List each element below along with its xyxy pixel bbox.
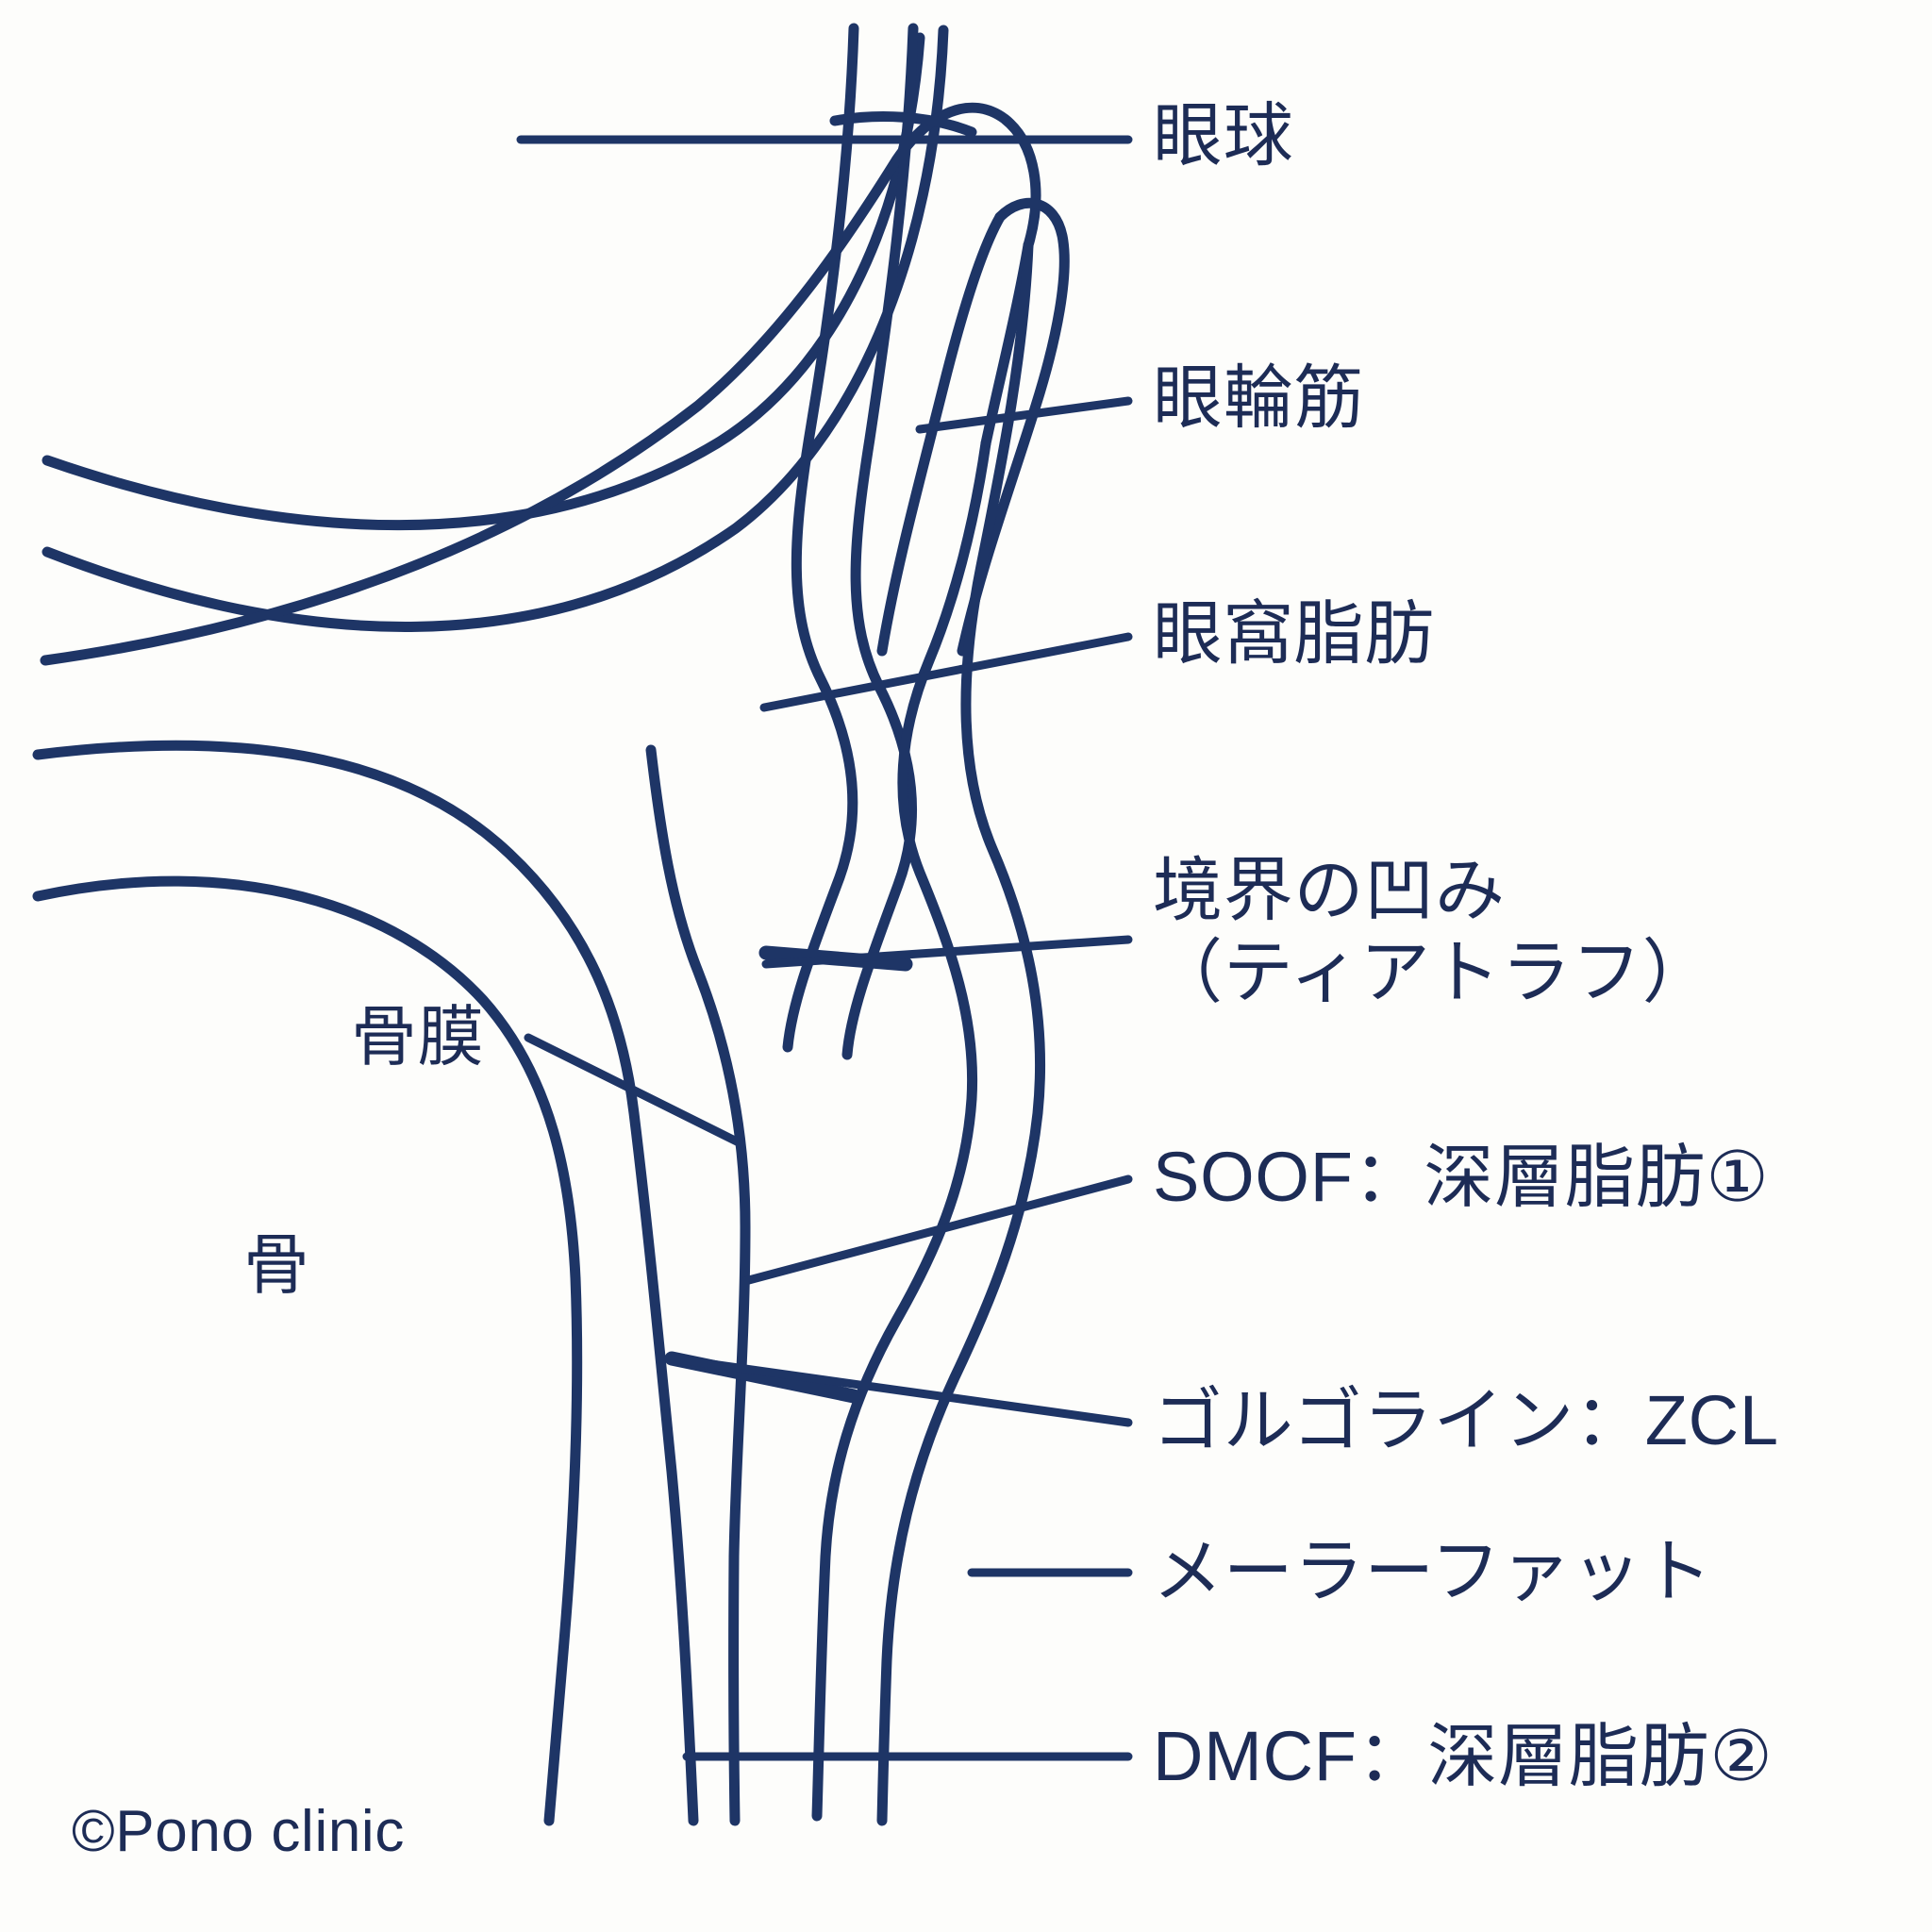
periosteum-line [32, 875, 583, 1826]
label-orbicularis-oculi: 眼輪筋 [1153, 358, 1365, 437]
leader-line-periosteum [524, 1033, 745, 1148]
leader-line-orbital-fat [759, 632, 1133, 712]
leader-line-soof [741, 1174, 1133, 1286]
orbicularis-outer-border [40, 102, 1041, 666]
label-eyeball: 眼球 [1153, 96, 1294, 175]
leader-line-tear-trough [761, 935, 1133, 969]
leader-line-orbicularis [915, 396, 1133, 434]
skin-outer-contour-line [42, 32, 925, 531]
skin-surface-line [876, 240, 1046, 1826]
label-tear-trough-line2: （ティアトラフ） [1153, 933, 1713, 1012]
orbicularis-band-left [782, 23, 859, 1053]
tarsus-inner-loop-2 [876, 211, 1006, 657]
label-golgo-line-zcl: ゴルゴライン：ZCL [1153, 1381, 1779, 1459]
orbicularis-band-right [841, 23, 919, 1060]
label-tear-trough-line1: 境界の凹み [1153, 851, 1506, 929]
label-malar-fat: メーラーファット [1153, 1532, 1713, 1610]
leader-line-zcl [667, 1354, 1133, 1427]
copyright-credit: ©Pono clinic [72, 1799, 405, 1864]
label-soof-deep-fat-1: SOOF：深層脂肪① [1153, 1138, 1770, 1216]
skin-inner-contour-line [42, 25, 949, 632]
label-orbital-fat: 眼窩脂肪 [1153, 594, 1435, 673]
soof-outer-contour [32, 740, 699, 1826]
label-tear-trough: 境界の凹み （ティアトラフ） [1153, 849, 1712, 1014]
label-dmcf-deep-fat-2: DMCF：深層脂肪② [1153, 1717, 1774, 1795]
label-periosteum: 骨膜 [351, 1000, 485, 1074]
label-bone: 骨 [243, 1228, 310, 1302]
orbital-septum-line [811, 438, 991, 1822]
mid-connective-line [645, 744, 751, 1826]
